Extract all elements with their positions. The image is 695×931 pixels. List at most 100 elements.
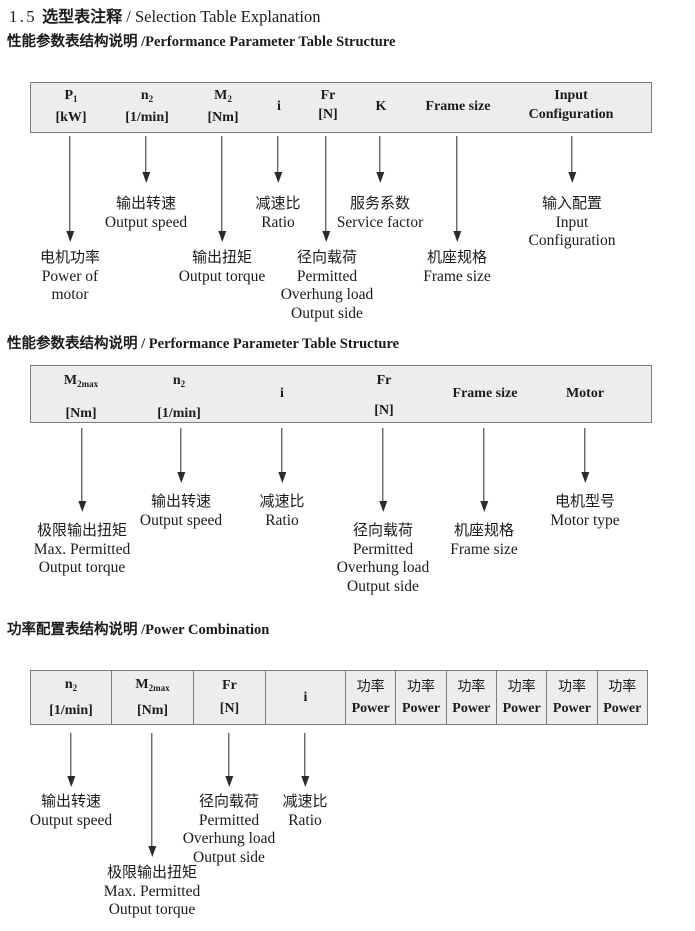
callout-line: Output torque (38, 559, 126, 576)
callout-line: Max. Permitted (103, 882, 201, 900)
callout-line: Overhung load (280, 286, 374, 303)
col-unit: [Nm] (136, 702, 169, 718)
down-arrow-icon (151, 733, 153, 847)
callout-line: Ratio (288, 811, 322, 829)
callout-overhung-load: 径向载荷 Permitted Overhung load Output side (337, 522, 430, 596)
table1-col-i: i (277, 99, 281, 113)
callout-ratio: 减速比 Ratio (255, 195, 300, 232)
callout-max-output-torque: 极限输出扭矩 Max. Permitted Output torque (34, 522, 130, 578)
col-unit: [1/min] (157, 406, 201, 421)
callout-line: 电机型号 (554, 493, 615, 510)
col-unit: [N] (374, 403, 394, 418)
table2-col-i: i (280, 387, 284, 401)
callout-input-configuration: 输入配置 Input Configuration (529, 195, 616, 251)
section2-heading-en: / Performance Parameter Table Structure (137, 336, 400, 352)
col-unit: [N] (219, 701, 240, 716)
down-arrow-icon (304, 733, 306, 777)
callout-line: motor (51, 286, 89, 303)
col-symbol: P (64, 88, 74, 103)
down-arrow-icon (456, 136, 458, 232)
callout-output-torque: 输出扭矩 Output torque (179, 249, 266, 286)
callout-output-speed: 输出转速 Output speed (30, 793, 112, 830)
callout-line: Ratio (261, 213, 295, 231)
col-symbol: i (303, 689, 308, 705)
col-unit: Power (452, 701, 491, 716)
callout-line: Ratio (265, 511, 299, 529)
table2-col-frame-size: Frame size (453, 387, 518, 401)
callout-output-speed: 输出转速 Output speed (140, 493, 222, 530)
table2-col-fr: Fr [N] (374, 374, 393, 418)
col-symbol: Frame size (425, 98, 491, 114)
callout-line: 径向载荷 (296, 249, 358, 266)
down-arrow-icon (145, 136, 147, 173)
col-unit: Power (502, 701, 541, 716)
col-symbol: n (64, 676, 73, 692)
col-symbol: 功率 (457, 678, 486, 694)
page-title-cn: 选型表注释 (42, 9, 123, 26)
col-symbol: Input (554, 88, 588, 103)
table1-col-frame-size: Frame size (426, 99, 491, 113)
callout-line: Max. Permitted (33, 540, 131, 558)
down-arrow-icon (382, 428, 384, 502)
col-unit: [Nm] (65, 406, 97, 421)
callout-line: 输出转速 (150, 493, 212, 510)
callout-overhung-load: 径向载荷 Permitted Overhung load Output side (183, 793, 276, 867)
section1-heading-en: /Performance Parameter Table Structure (137, 34, 396, 50)
callout-line: Motor type (550, 511, 620, 529)
callout-line: Frame size (423, 267, 491, 285)
section1-heading: 性能参数表结构说明 /Performance Parameter Table S… (7, 34, 395, 51)
table3-col-n2: n2 [1/min] (31, 671, 112, 724)
table3-col-power-2: 功率 Power (396, 671, 447, 724)
callout-line: 服务系数 (349, 195, 410, 212)
col-symbol: K (375, 98, 387, 114)
section2-heading: 性能参数表结构说明 / Performance Parameter Table … (7, 336, 399, 353)
table3-col-power-6: 功率 Power (598, 671, 647, 724)
callout-line: Output side (291, 304, 363, 322)
callout-line: Output side (347, 577, 419, 595)
section2-heading-cn: 性能参数表结构说明 (7, 336, 138, 352)
col-subscript: 2max (148, 682, 170, 693)
table1-col-n2: n2 [1/min] (125, 89, 169, 125)
callout-motor-type: 电机型号 Motor type (550, 493, 619, 530)
callout-ratio: 减速比 Ratio (259, 493, 304, 530)
table1-col-input-configuration: Input Configuration (529, 89, 614, 122)
down-arrow-icon (571, 136, 573, 173)
table1-col-k: K (376, 99, 387, 113)
table1-col-m2: M2 [Nm] (207, 89, 238, 125)
down-arrow-icon (277, 136, 279, 173)
col-symbol: 功率 (557, 678, 586, 694)
col-unit: Power (552, 701, 592, 716)
callout-line: Output speed (139, 511, 223, 529)
col-unit: Power (401, 701, 441, 716)
section3-heading-en: /Power Combination (137, 622, 270, 638)
callout-line: 电机功率 (39, 249, 101, 266)
col-symbol: i (277, 98, 281, 114)
performance-table-2: M2max [Nm] n2 [1/min] i Fr [N] Frame siz… (30, 365, 652, 423)
col-symbol: 功率 (356, 678, 385, 694)
callout-line: 输入配置 (541, 195, 602, 212)
callout-line: 减速比 (259, 493, 305, 510)
table2-col-motor: Motor (566, 387, 604, 401)
col-symbol: n (172, 373, 181, 388)
col-symbol: Frame size (452, 386, 518, 401)
callout-line: 输出转速 (40, 793, 102, 810)
callout-line: Output speed (104, 213, 188, 231)
section-number: 1.5 (9, 7, 38, 26)
callout-line: 减速比 (255, 195, 301, 212)
callout-service-factor: 服务系数 Service factor (337, 195, 424, 232)
callout-line: Power of (41, 267, 99, 285)
col-symbol: M (214, 88, 228, 103)
down-arrow-icon (584, 428, 586, 473)
down-arrow-icon (483, 428, 485, 502)
col-symbol: 功率 (406, 678, 435, 694)
col-symbol: Fr (222, 678, 237, 693)
down-arrow-icon (379, 136, 381, 173)
table3-col-power-1: 功率 Power (346, 671, 397, 724)
callout-line: Output speed (29, 811, 113, 829)
callout-line: Service factor (336, 213, 424, 231)
callout-line: Permitted (352, 540, 414, 558)
col-unit: [1/min] (49, 702, 93, 718)
callout-frame-size: 机座规格 Frame size (423, 249, 491, 286)
callout-line: 极限输出扭矩 (106, 864, 197, 881)
